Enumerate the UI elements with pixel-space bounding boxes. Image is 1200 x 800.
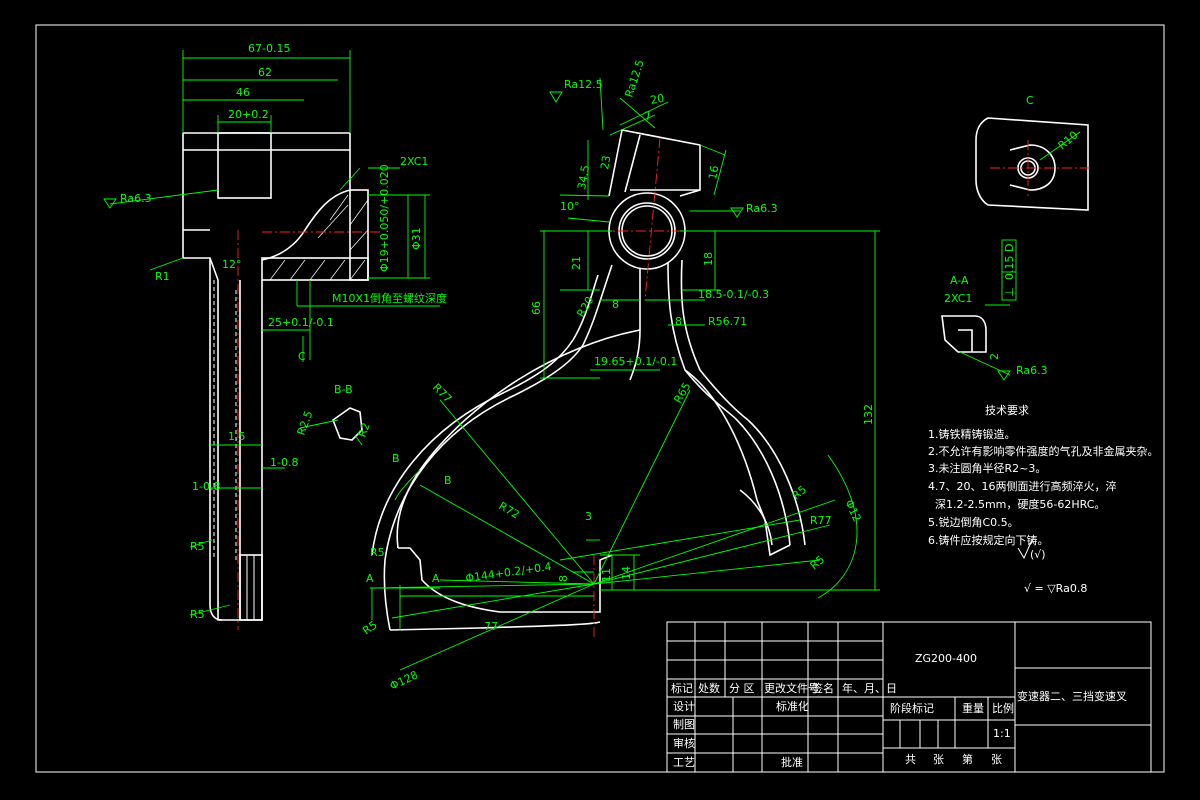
tech-item-2: 2.不允许有影响零件强度的气孔及非金属夹杂。 xyxy=(928,444,1159,458)
section-aa-tolerance: 0.15 D xyxy=(1003,244,1016,280)
side-view-labels: 67-0.15 62 46 20+0.2 2XC1 Φ19+0.050/+0.0… xyxy=(103,42,447,621)
dim-2xc1: 2XC1 xyxy=(400,155,428,168)
tb-label-draw: 制图 xyxy=(673,718,695,731)
section-aa-perp-symbol: ⊥ xyxy=(1003,287,1016,297)
tb-sheets-unit-a: 张 xyxy=(933,753,944,766)
tb-label-standard: 标准化 xyxy=(776,699,809,713)
section-aa-ra6-3: Ra6.3 xyxy=(1016,364,1048,377)
front-dim-66: 66 xyxy=(530,301,543,315)
tech-requirements: 技术要求 1.铸铁精铸锻造。 2.不允许有影响零件强度的气孔及非金属夹杂。 3.… xyxy=(928,404,1159,595)
front-dim-14: 14 xyxy=(620,566,633,580)
sheet-border xyxy=(35,24,1165,773)
tech-item-1: 1.铸铁精铸锻造。 xyxy=(928,427,1016,441)
front-dim-11: 11 xyxy=(600,568,613,582)
tb-label-stage: 阶段标记 xyxy=(890,701,934,715)
tb-label-design: 设计 xyxy=(673,700,695,713)
dim-1-08-a: 1-0.8 xyxy=(192,480,220,493)
front-section-a2: A xyxy=(432,572,440,585)
front-dim-8b: 8 xyxy=(675,315,682,328)
view-c-arrow: C xyxy=(298,350,306,363)
tb-label-change-doc: 更改文件号 xyxy=(764,681,819,695)
tb-label-sign: 签名 xyxy=(812,681,834,695)
dim-62: 62 xyxy=(258,66,272,79)
roughness-note: (√) xyxy=(1030,548,1046,561)
front-section-b1: B xyxy=(392,452,400,465)
thread-note: M10X1倒角至螺纹深度 xyxy=(332,291,447,305)
dim-r5-a: R5 xyxy=(190,540,205,553)
front-angle-10: 10° xyxy=(560,200,580,213)
tech-item-3: 3.未注圆角半径R2~3。 xyxy=(928,461,1046,475)
front-dim-16: 16 xyxy=(706,164,721,180)
dim-20: 20+0.2 xyxy=(228,108,269,121)
dim-bore: Φ19+0.050/+0.020 xyxy=(378,164,391,272)
tb-label-approve: 批准 xyxy=(781,755,803,769)
front-dim-18: 18 xyxy=(702,252,715,266)
roughness-side: Ra6.3 xyxy=(120,192,152,205)
dim-46: 46 xyxy=(236,86,250,99)
front-ra6-3: Ra6.3 xyxy=(746,202,778,215)
roughness-equation: √ = ▽Ra0.8 xyxy=(1024,582,1087,595)
front-dim-34-5: 34.5 xyxy=(575,164,592,190)
front-dim-r5c: R5 xyxy=(370,546,385,559)
title-block: 标记 处数 分 区 更改文件号 签名 年、月、日 设计 制图 审核 工艺 标准化… xyxy=(666,621,1152,773)
front-dim-77: 77 xyxy=(484,620,498,633)
tb-sheets-unit-b: 张 xyxy=(991,753,1002,766)
tb-ratio-value: 1:1 xyxy=(993,727,1011,740)
dim-25: 25+0.1/-0.1 xyxy=(268,316,334,329)
front-dim-7: 7 xyxy=(643,109,652,123)
section-bb-r2: R2 xyxy=(356,421,373,439)
drawing-number: ZG200-400 xyxy=(915,652,977,665)
section-aa-dim-2: 2 xyxy=(988,353,1001,360)
dim-r5-b: R5 xyxy=(190,608,205,621)
dim-r1: R1 xyxy=(155,270,170,283)
tb-label-weight: 重量 xyxy=(962,701,984,715)
tb-label-date: 年、月、日 xyxy=(842,681,897,695)
tb-label-zone: 分 区 xyxy=(729,682,755,695)
tb-sheets-total: 共 xyxy=(905,753,916,766)
tech-item-5: 5.锐边倒角C0.5。 xyxy=(928,515,1019,529)
dim-1-5: 1.5 xyxy=(228,430,246,443)
front-dim-8a: 8 xyxy=(612,298,619,311)
tech-item-4: 4.7、20、16两侧面进行高频淬火，淬 xyxy=(928,479,1117,493)
dim-phi31: Φ31 xyxy=(410,227,423,250)
dim-1-08-b: 1-0.8 xyxy=(270,456,298,469)
tb-label-check: 审核 xyxy=(673,736,695,750)
section-aa-2xc1: 2XC1 xyxy=(944,292,972,305)
side-view xyxy=(109,50,440,630)
tb-label-process: 工艺 xyxy=(673,756,695,769)
front-section-a1: A xyxy=(366,572,374,585)
front-dim-8c: 8 xyxy=(557,575,570,582)
section-bb-label: B-B xyxy=(334,383,353,396)
front-view xyxy=(370,77,880,671)
dim-12deg: 12° xyxy=(222,258,242,271)
dim-67: 67-0.15 xyxy=(248,42,290,55)
front-dim-21: 21 xyxy=(570,256,583,270)
front-dim-19-65: 19.65+0.1/-0.1 xyxy=(594,355,677,368)
tech-item-6: 6.铸件应按规定向下铸。 xyxy=(928,533,1049,547)
section-aa: A-A 2XC1 Ra6.3 2 0.15 D ⊥ xyxy=(941,239,1048,381)
front-section-b2: B xyxy=(444,474,452,487)
front-dim-r77b: R77 xyxy=(810,514,832,527)
view-c-label: C xyxy=(1026,94,1034,107)
tech-item-4b: 深1.2-2.5mm，硬度56-62HRC。 xyxy=(935,497,1105,511)
tb-label-ratio: 比例 xyxy=(992,701,1014,715)
front-dim-23: 23 xyxy=(598,154,613,170)
front-ra12-5-a: Ra12.5 xyxy=(564,78,603,91)
front-dim-3: 3 xyxy=(585,510,592,523)
tb-label-count: 处数 xyxy=(698,682,720,695)
part-name: 变速器二、三挡变速叉 xyxy=(1017,689,1127,703)
tech-title: 技术要求 xyxy=(985,404,1029,417)
front-dim-r56: R56.71 xyxy=(708,315,747,328)
front-dim-18-5: 18.5-0.1/-0.3 xyxy=(698,288,769,301)
front-dim-132: 132 xyxy=(862,404,875,425)
section-aa-label: A-A xyxy=(950,274,969,287)
front-dim-20: 20 xyxy=(649,92,665,107)
tb-label-mark: 标记 xyxy=(671,681,693,695)
tb-sheets-number: 第 xyxy=(962,752,973,766)
